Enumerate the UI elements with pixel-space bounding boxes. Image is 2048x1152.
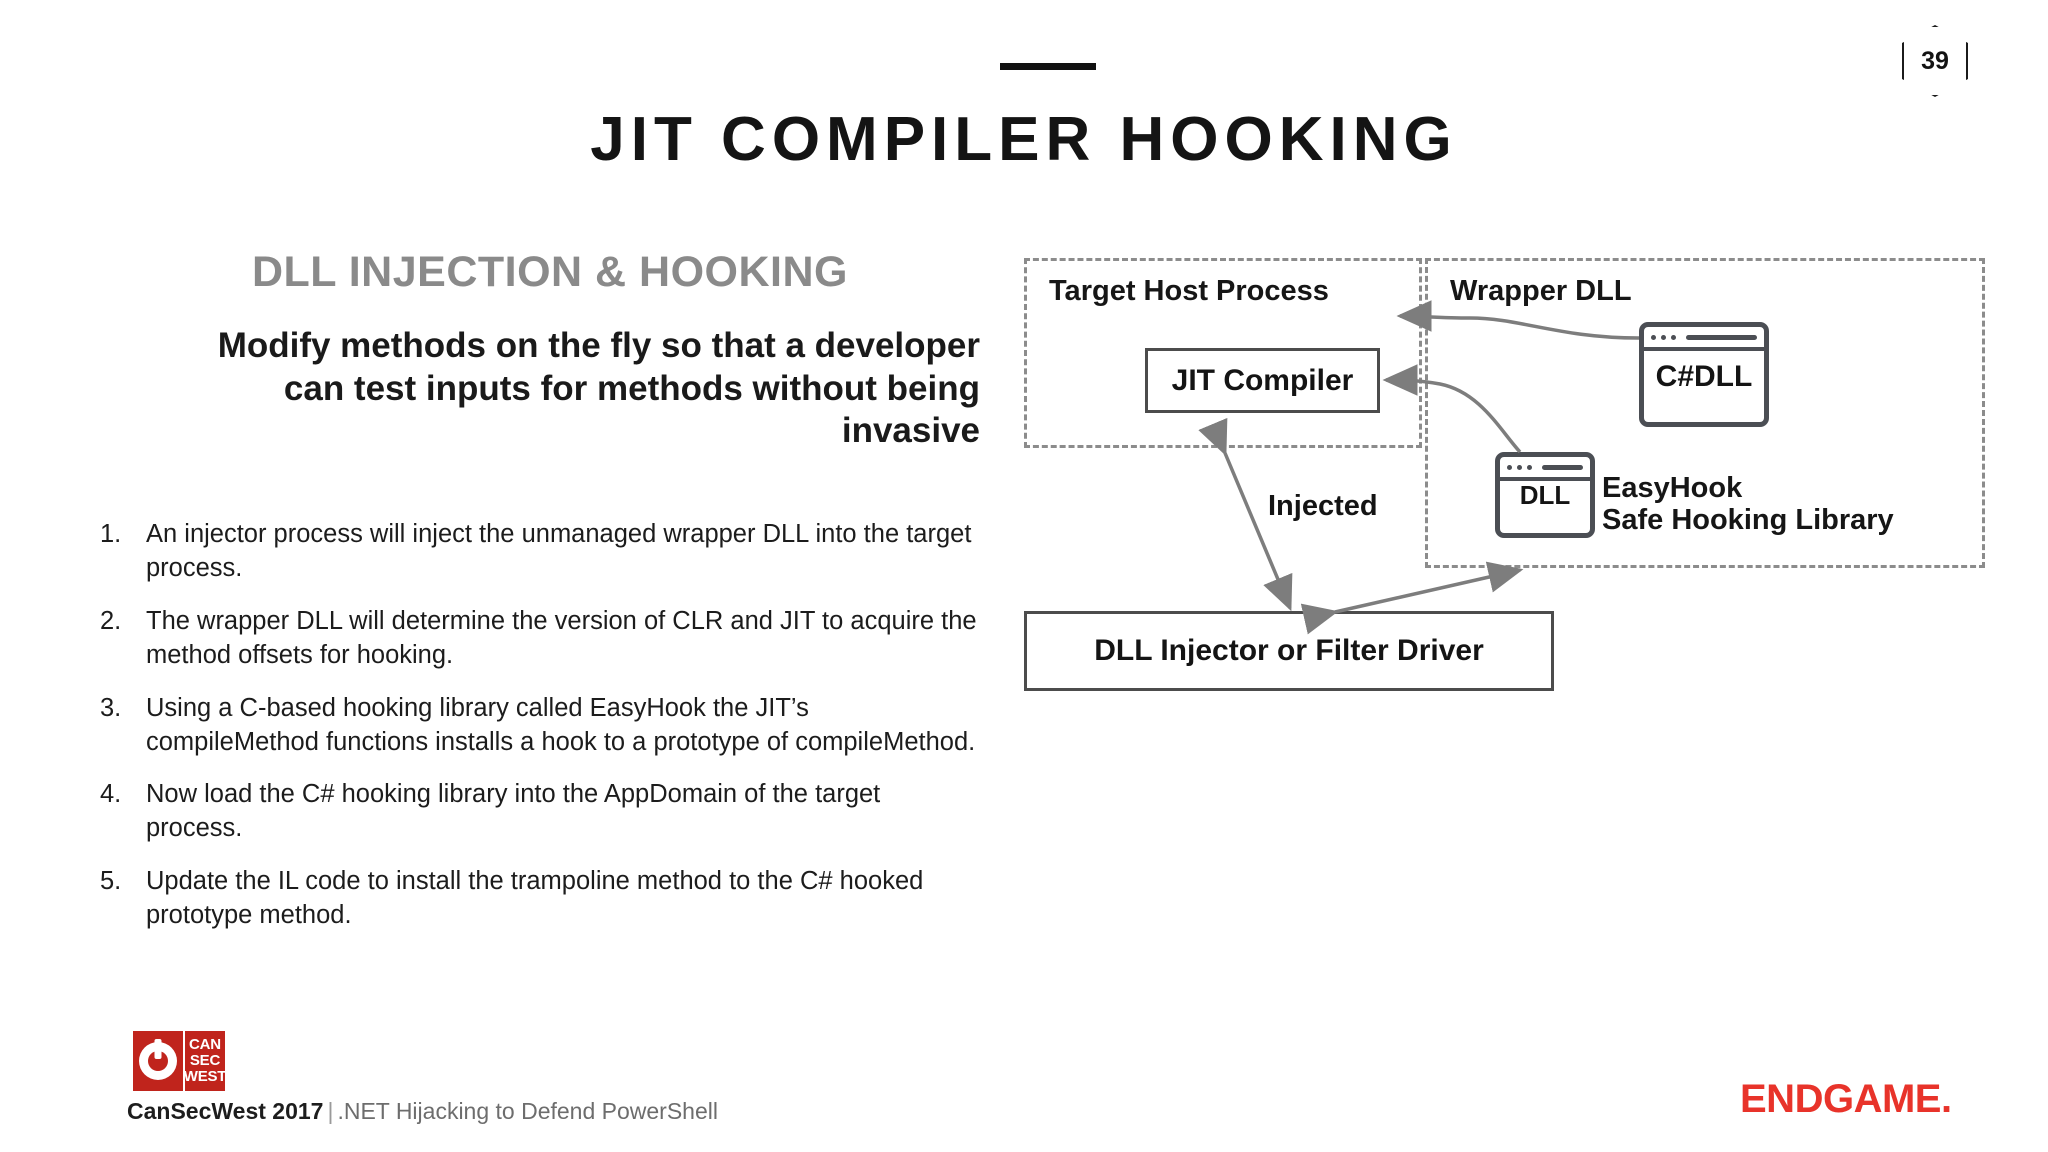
list-item-text: An injector process will inject the unma…	[146, 520, 972, 582]
list-item-text: Now load the C# hooking library into the…	[146, 780, 881, 843]
window-titlebar-line	[1686, 334, 1757, 340]
injected-label: Injected	[1268, 490, 1378, 522]
steps-list: 1. An injector process will inject the u…	[100, 518, 980, 952]
window-titlebar-line	[1542, 464, 1583, 470]
title-rule	[1000, 63, 1096, 70]
list-item-marker: 4.	[100, 780, 122, 809]
csharp-dll-window-icon: C#DLL	[1639, 322, 1769, 427]
list-item: 5. Update the IL code to install the tra…	[100, 865, 980, 933]
jit-compiler-box: JIT Compiler	[1145, 348, 1380, 413]
list-item-marker: 1.	[100, 520, 122, 548]
window-frame	[1639, 322, 1769, 427]
power-inner	[148, 1051, 168, 1071]
window-dot-icon	[1671, 334, 1676, 340]
dll-window-icon: DLL	[1495, 452, 1595, 538]
arrow-injector-to-host	[1198, 417, 1293, 612]
target-host-process-label: Target Host Process	[1049, 275, 1329, 307]
endgame-logo: ENDGAME.	[1740, 1077, 1952, 1121]
list-item-marker: 3.	[100, 693, 122, 722]
power-icon	[133, 1031, 183, 1091]
page-title: JIT COMPILER HOOKING	[590, 105, 1458, 174]
window-dot-icon	[1651, 334, 1656, 340]
list-item-text: Using a C-based hooking library called E…	[146, 693, 976, 756]
window-dot-icon	[1661, 334, 1666, 340]
cansecwest-logo: CAN SEC WEST	[133, 1031, 227, 1091]
page-number-badge: 39	[1902, 25, 1968, 97]
arrow-injector-to-wrapper	[1300, 561, 1524, 635]
dll-label: DLL	[1519, 479, 1571, 510]
window-dot-icon	[1507, 464, 1512, 470]
logo-line-sec: SEC	[189, 1052, 221, 1070]
list-item-text: Update the IL code to install the trampo…	[146, 867, 924, 930]
window-titlebar	[1644, 327, 1764, 351]
window-dot-icon	[1527, 464, 1532, 470]
power-bar	[154, 1039, 162, 1059]
page-number-text: 39	[1921, 46, 1949, 75]
list-item: 2. The wrapper DLL will determine the ve…	[100, 605, 980, 673]
footer-separator: |	[327, 1098, 334, 1124]
footer-talk-title: .NET Hijacking to Defend PowerShell	[337, 1098, 718, 1124]
list-item: 3. Using a C-based hooking library calle…	[100, 692, 980, 760]
logo-line-can: CAN	[189, 1036, 221, 1054]
cansecwest-wordmark: CAN SEC WEST	[183, 1031, 227, 1091]
window-dot-icon	[1517, 464, 1522, 470]
footer-conference: CanSecWest 2017	[127, 1098, 324, 1124]
list-item: 4. Now load the C# hooking library into …	[100, 778, 980, 846]
lede-text: Modify methods on the fly so that a deve…	[217, 326, 980, 451]
window-titlebar	[1500, 457, 1590, 481]
csharp-dll-label: C#DLL	[1655, 359, 1753, 393]
logo-line-west: WEST	[183, 1067, 227, 1085]
easyhook-line-2: Safe Hooking Library	[1602, 504, 1894, 537]
footer-caption: CanSecWest 2017|.NET Hijacking to Defend…	[127, 1098, 718, 1125]
section-heading: DLL INJECTION & HOOKING	[251, 248, 848, 296]
easyhook-line-1: EasyHook	[1602, 472, 1743, 504]
hexagon-shape	[1902, 25, 1968, 97]
list-item: 1. An injector process will inject the u…	[100, 518, 980, 586]
easyhook-label: EasyHook Safe Hooking Library	[1602, 472, 1894, 537]
dll-injector-box: DLL Injector or Filter Driver	[1024, 611, 1554, 691]
list-item-text: The wrapper DLL will determine the versi…	[146, 606, 977, 669]
list-item-marker: 2.	[100, 606, 122, 635]
wrapper-dll-label: Wrapper DLL	[1450, 275, 1632, 307]
list-item-marker: 5.	[100, 867, 122, 896]
